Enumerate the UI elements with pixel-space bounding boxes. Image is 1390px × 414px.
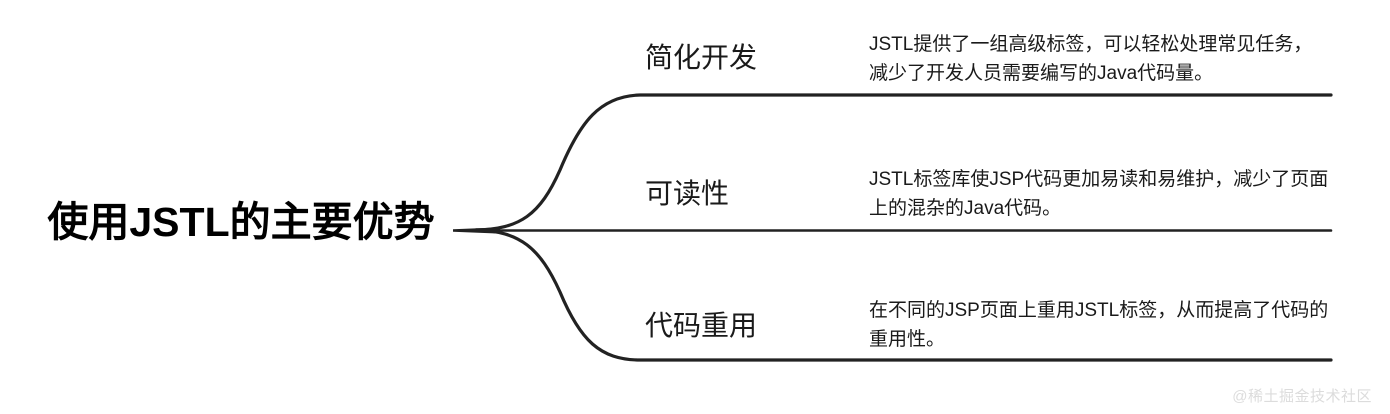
branch-label-2: 可读性 xyxy=(645,178,730,209)
branch-description-1: JSTL提供了一组高级标签，可以轻松处理常见任务，减少了开发人员需要编写的Jav… xyxy=(869,34,1313,84)
branch-description-2: JSTL标签库使JSP代码更加易读和易维护，减少了页面上的混杂的Java代码。 xyxy=(869,169,1329,219)
branch-curve-1 xyxy=(474,93,1333,232)
root-connector-node xyxy=(453,227,500,234)
branch-label-3: 代码重用 xyxy=(645,310,758,341)
branch-label-1: 简化开发 xyxy=(645,42,758,73)
branch-curve-3 xyxy=(474,228,1333,362)
page-title: 使用JSTL的主要优势 xyxy=(47,199,435,245)
branch-description-3: 在不同的JSP页面上重用JSTL标签，从而提高了代码的重用性。 xyxy=(869,300,1329,350)
watermark-text: @稀土掘金技术社区 xyxy=(1232,388,1372,405)
